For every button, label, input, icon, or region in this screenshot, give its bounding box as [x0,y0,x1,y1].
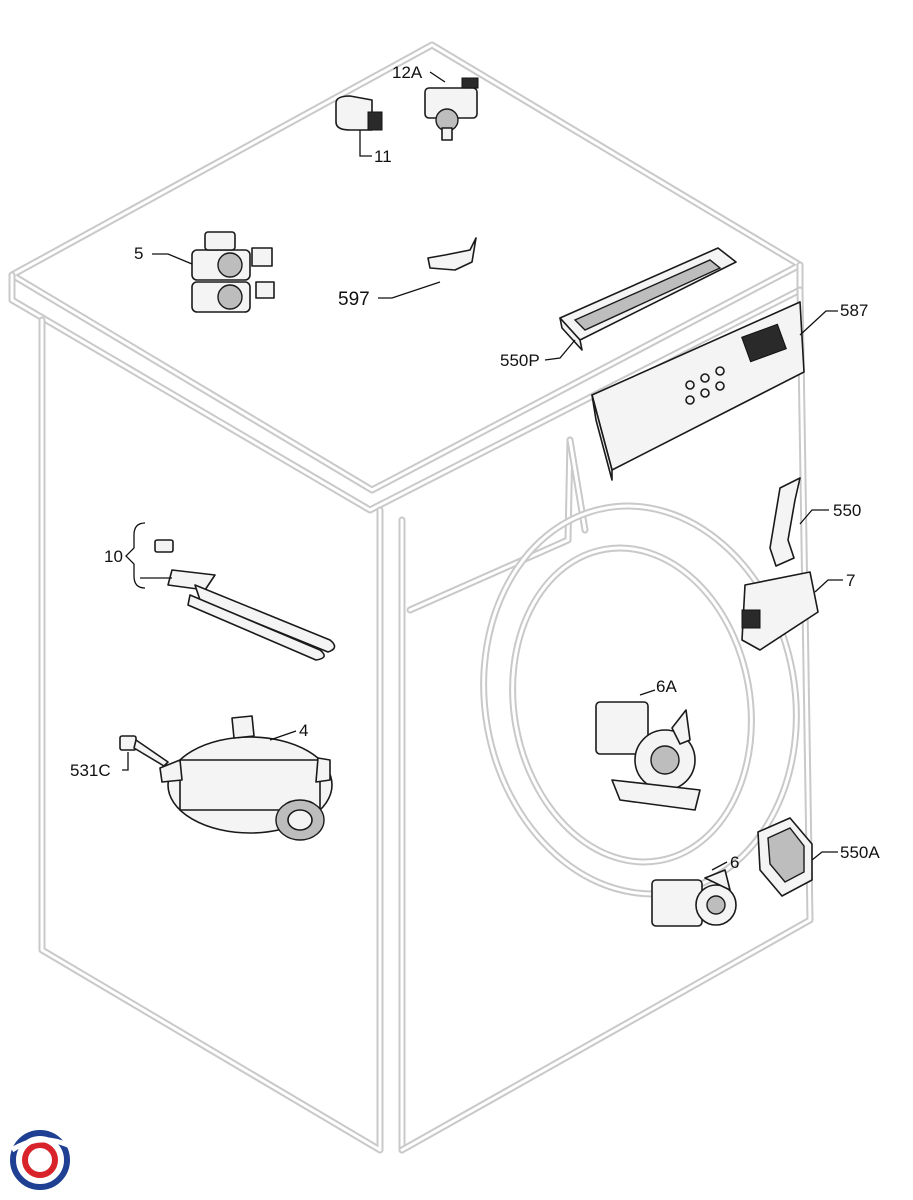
part-531c-screw [119,735,169,771]
label-550: 550 [833,501,862,520]
label-7: 7 [846,571,856,590]
part-550p-panel-cover [544,247,737,361]
part-550a-filter-cover [757,817,838,897]
part-550-door-handle [769,477,829,567]
label-5: 5 [134,244,144,263]
label-550a: 550A [840,843,880,862]
part-10-heating-element [125,522,336,661]
part-6-drain-pump [651,861,737,927]
part-12a-pressure-switch [424,71,479,141]
label-12a: 12A [392,63,423,82]
label-6: 6 [730,853,740,872]
part-4-motor [159,715,333,841]
part-597-cable-clamp [378,237,477,299]
label-10: 10 [104,547,123,566]
part-5-inlet-valve [152,231,275,313]
label-11: 11 [374,147,392,166]
label-597: 597 [338,289,370,310]
brand-logo [10,1130,72,1190]
label-550p: 550P [500,351,540,370]
machine-cabinet [8,41,814,1154]
part-6a-circulation-pump [595,689,701,811]
label-4: 4 [299,721,309,740]
part-11-capacitor [335,95,383,157]
part-7-door-lock [741,571,843,651]
label-6a: 6A [656,677,677,696]
label-531c: 531C [70,761,111,780]
part-587-electronic-module [591,301,838,481]
label-587: 587 [840,301,869,320]
